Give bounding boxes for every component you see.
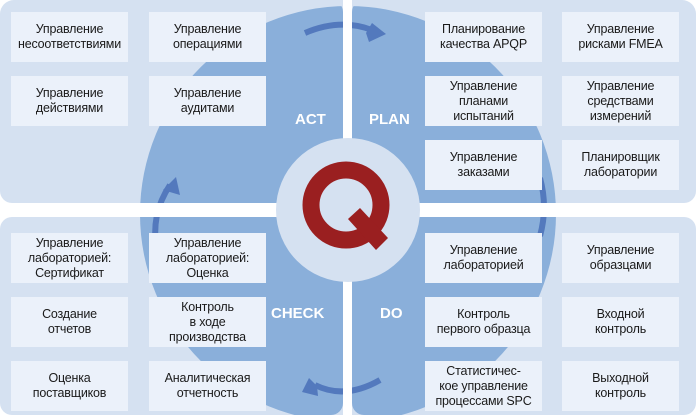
arrow-act-to-plan-icon (303, 21, 374, 36)
check-item-in-process-control[interactable]: Контроль в ходе производства (149, 297, 266, 347)
act-item-audits[interactable]: Управление аудитами (149, 76, 266, 126)
act-item-actions[interactable]: Управление действиями (11, 76, 128, 126)
phase-label-check: CHECK (271, 305, 325, 322)
phase-label-act: ACT (295, 111, 326, 128)
do-item-outgoing-inspection[interactable]: Выходной контроль (562, 361, 679, 411)
check-item-analytics[interactable]: Аналитическая отчетность (149, 361, 266, 411)
plan-item-fmea[interactable]: Управление рисками FMEA (562, 12, 679, 62)
do-item-spc[interactable]: Статистичес- кое управление процессами S… (425, 361, 542, 411)
check-item-lab-certificate[interactable]: Управление лабораторией: Сертификат (11, 233, 128, 283)
phase-label-do: DO (380, 305, 403, 322)
do-item-lab-management[interactable]: Управление лабораторией (425, 233, 542, 283)
check-item-lab-evaluation[interactable]: Управление лабораторией: Оценка (149, 233, 266, 283)
center-circle (276, 138, 420, 282)
act-item-nonconformity[interactable]: Управление несоответствиями (11, 12, 128, 62)
arrowhead-plan-icon (366, 23, 386, 42)
act-item-operations[interactable]: Управление операциями (149, 12, 266, 62)
do-item-first-article[interactable]: Контроль первого образца (425, 297, 542, 347)
check-item-reports[interactable]: Создание отчетов (11, 297, 128, 347)
plan-item-apqp[interactable]: Планирование качества APQP (425, 12, 542, 62)
check-item-supplier-evaluation[interactable]: Оценка поставщиков (11, 361, 128, 411)
q-logo-icon (302, 161, 390, 250)
do-item-incoming-inspection[interactable]: Входной контроль (562, 297, 679, 347)
plan-item-orders[interactable]: Управление заказами (425, 140, 542, 190)
plan-item-measuring-equipment[interactable]: Управление средствами измерений (562, 76, 679, 126)
plan-item-test-plans[interactable]: Управление планами испытаний (425, 76, 542, 126)
phase-label-plan: PLAN (369, 111, 410, 128)
do-item-samples[interactable]: Управление образцами (562, 233, 679, 283)
plan-item-lab-scheduler[interactable]: Планировщик лаборатории (562, 140, 679, 190)
